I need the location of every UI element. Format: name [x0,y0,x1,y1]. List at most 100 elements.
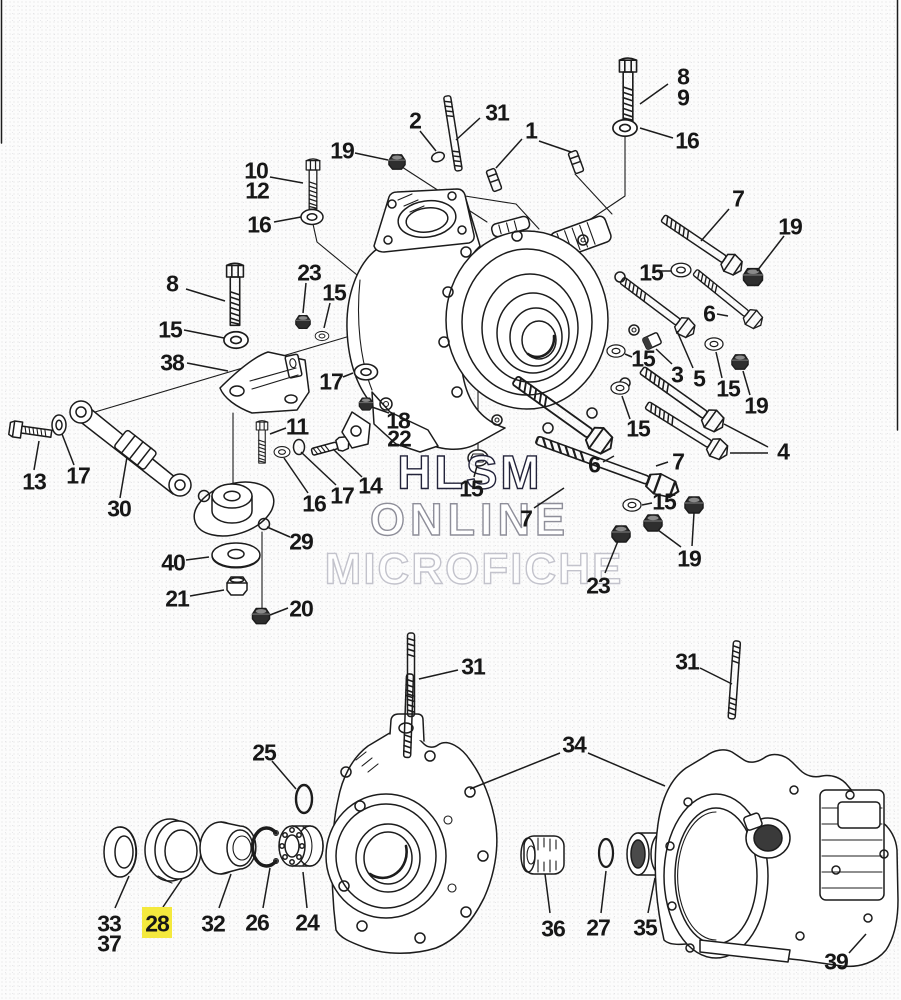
callout-17[interactable]: 17 [330,482,355,508]
leader-line-11 [269,427,287,435]
callout-10[interactable]: 10 [244,157,269,183]
callout-16[interactable]: 16 [302,490,327,516]
leader-line-16 [639,127,674,139]
leader-line-8 [185,288,226,302]
bushing-32 [199,821,257,875]
callout-2[interactable]: 2 [409,107,422,133]
callout-36[interactable]: 36 [541,915,566,941]
callout-15[interactable]: 15 [459,475,485,501]
callout-24[interactable]: 24 [295,909,321,935]
bearing-24 [278,825,324,867]
nut-19-topleft [388,154,406,170]
leader-line-21 [189,589,225,597]
leader-line-29 [266,526,291,538]
callout-31[interactable]: 31 [675,648,701,674]
leader-line-34 [469,752,561,790]
callout-4[interactable]: 4 [777,438,791,464]
callout-8[interactable]: 8 [677,63,691,89]
callout-15[interactable]: 15 [652,488,678,514]
callout-38[interactable]: 38 [160,349,186,375]
mount-29 [193,481,275,537]
callout-25[interactable]: 25 [252,739,278,765]
callout-32[interactable]: 32 [201,910,226,936]
callout-6[interactable]: 6 [588,451,601,477]
callout-19[interactable]: 19 [778,213,803,239]
callout-7[interactable]: 7 [520,505,533,531]
leader-line-27 [600,870,607,914]
leader-line-7 [700,208,730,242]
callout-5[interactable]: 5 [693,365,707,391]
callout-13[interactable]: 13 [22,468,47,494]
stud-31-bottomright [727,640,742,720]
callout-33[interactable]: 33 [97,910,122,936]
callout-11[interactable]: 11 [286,413,311,439]
callout-21[interactable]: 21 [165,585,191,611]
callout-12[interactable]: 12 [245,177,270,203]
leader-line-35 [647,877,656,914]
callout-15[interactable]: 15 [322,279,348,305]
leader-line-3 [655,348,673,365]
arm-30 [69,400,192,497]
callout-30[interactable]: 30 [107,495,132,521]
leader-line-40 [185,556,210,561]
nut-19-b [731,354,749,370]
callout-9[interactable]: 9 [677,84,690,110]
callout-1[interactable]: 1 [525,117,539,143]
callout-40[interactable]: 40 [161,549,186,575]
leader-line-31 [455,117,481,141]
callout-20[interactable]: 20 [289,595,314,621]
leader-line-1 [538,140,572,153]
callout-19[interactable]: 19 [677,545,702,571]
leader-line-13 [33,440,40,471]
callout-22[interactable]: 22 [387,425,412,451]
callout-15[interactable]: 15 [631,345,657,371]
callout-37[interactable]: 37 [97,930,122,956]
callout-15[interactable]: 15 [716,375,742,401]
callout-7[interactable]: 7 [732,185,745,211]
callout-17[interactable]: 17 [66,462,91,488]
callout-35[interactable]: 35 [633,914,659,940]
callout-27[interactable]: 27 [586,914,611,940]
callout-19[interactable]: 19 [744,392,769,418]
leader-line-16 [283,457,309,494]
callout-31[interactable]: 31 [461,653,487,679]
callout-34[interactable]: 34 [562,731,588,757]
leader-line-17 [61,433,75,466]
callout-17[interactable]: 17 [319,368,344,394]
leader-line-26 [262,867,271,909]
leader-line-31 [418,669,459,680]
leader-line-25 [271,760,297,790]
nut-19-d [643,514,663,532]
callout-6[interactable]: 6 [703,300,716,326]
bracket-38 [219,351,310,414]
callout-29[interactable]: 29 [289,528,314,554]
callout-19[interactable]: 19 [330,137,355,163]
leader-line-19 [742,370,751,396]
callout-15[interactable]: 15 [639,259,665,285]
callout-28[interactable]: 28 [145,910,171,936]
washer-15-hex [467,449,489,467]
callout-18[interactable]: 18 [386,407,412,433]
callout-15[interactable]: 15 [158,316,184,342]
callout-15[interactable]: 15 [626,415,652,441]
callout-23[interactable]: 23 [297,259,322,285]
seal-33-37 [103,826,138,878]
bolt-11 [255,420,269,464]
leader-line-38 [186,362,229,372]
callout-16[interactable]: 16 [247,211,272,237]
leader-line-4 [723,423,769,448]
callout-14[interactable]: 14 [358,472,384,498]
callout-31[interactable]: 31 [485,99,511,125]
callout-7[interactable]: 7 [672,448,685,474]
highlight-box-28 [142,907,172,938]
callout-3[interactable]: 3 [671,361,684,387]
callout-16[interactable]: 16 [675,127,700,153]
callout-26[interactable]: 26 [245,909,270,935]
bolt-10-12 [305,158,321,210]
callout-23[interactable]: 23 [586,572,611,598]
callout-8[interactable]: 8 [166,270,180,296]
callout-39[interactable]: 39 [824,948,849,974]
washer-15-topright [670,262,692,278]
